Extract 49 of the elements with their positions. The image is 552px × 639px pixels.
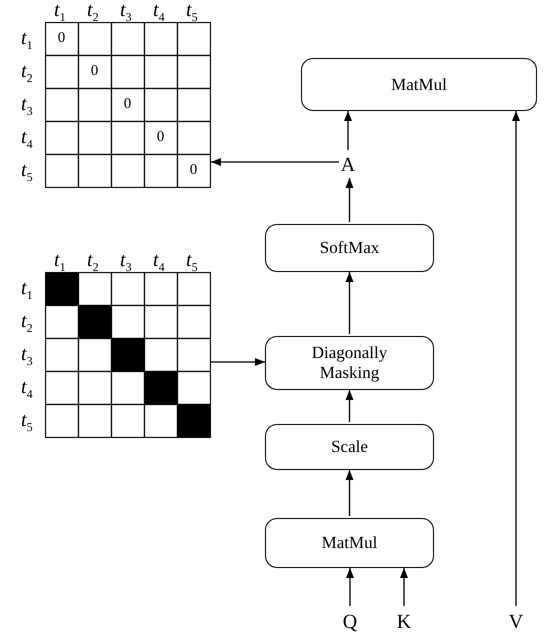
process-box: [265, 424, 434, 470]
box-label: MatMul: [391, 74, 447, 94]
arrow: [346, 390, 354, 422]
time-step-label: t$_{5}$: [186, 250, 198, 273]
time-step-label: t$_{3}$: [21, 94, 33, 117]
time-step-label: t$_{3}$: [21, 344, 33, 367]
process-box: [265, 518, 434, 568]
arrow: [346, 178, 354, 222]
variable-label: Q: [342, 610, 358, 634]
variable-label: V: [508, 610, 524, 634]
process-box: [301, 58, 537, 111]
time-step-label: t$_{3}$: [120, 250, 132, 273]
time-step-label: t$_{1}$: [54, 0, 66, 23]
time-step-label: t$_{5}$: [21, 410, 33, 433]
arrow: [512, 111, 520, 606]
time-step-label: t$_{4}$: [21, 127, 33, 150]
time-step-label: t$_{1}$: [21, 278, 33, 301]
time-step-label: t$_{1}$: [21, 28, 33, 51]
variable-label: K: [396, 610, 412, 634]
variable-label: A: [340, 154, 356, 176]
matrix-value: 0: [122, 97, 132, 112]
arrow: [400, 568, 408, 606]
arrow: [346, 272, 354, 334]
box-label: Scale: [331, 437, 368, 457]
process-box: [265, 224, 434, 272]
arrow: [344, 111, 352, 150]
box-label: MatMul: [322, 533, 378, 553]
time-step-label: t$_{3}$: [120, 0, 132, 23]
time-step-label: t$_{1}$: [54, 250, 66, 273]
time-step-label: t$_{4}$: [153, 250, 165, 273]
matrix-value: 0: [156, 130, 166, 145]
box-label: SoftMax: [320, 238, 380, 258]
time-step-label: t$_{5}$: [186, 0, 198, 23]
time-step-label: t$_{2}$: [21, 61, 33, 84]
box-label: Diagonally Masking: [310, 343, 388, 383]
time-step-label: t$_{4}$: [153, 0, 165, 23]
time-step-label: t$_{2}$: [87, 0, 99, 23]
matrix-value: 0: [90, 64, 100, 79]
matrix-value: 0: [188, 163, 198, 178]
arrow: [346, 470, 354, 516]
process-box: [265, 336, 434, 390]
time-step-label: t$_{5}$: [21, 160, 33, 183]
arrow: [346, 568, 354, 606]
time-step-label: t$_{4}$: [21, 377, 33, 400]
arrow: [211, 158, 339, 166]
matrix-value: 0: [56, 31, 66, 46]
arrow: [211, 358, 265, 366]
time-step-label: t$_{2}$: [21, 311, 33, 334]
time-step-label: t$_{2}$: [87, 250, 99, 273]
